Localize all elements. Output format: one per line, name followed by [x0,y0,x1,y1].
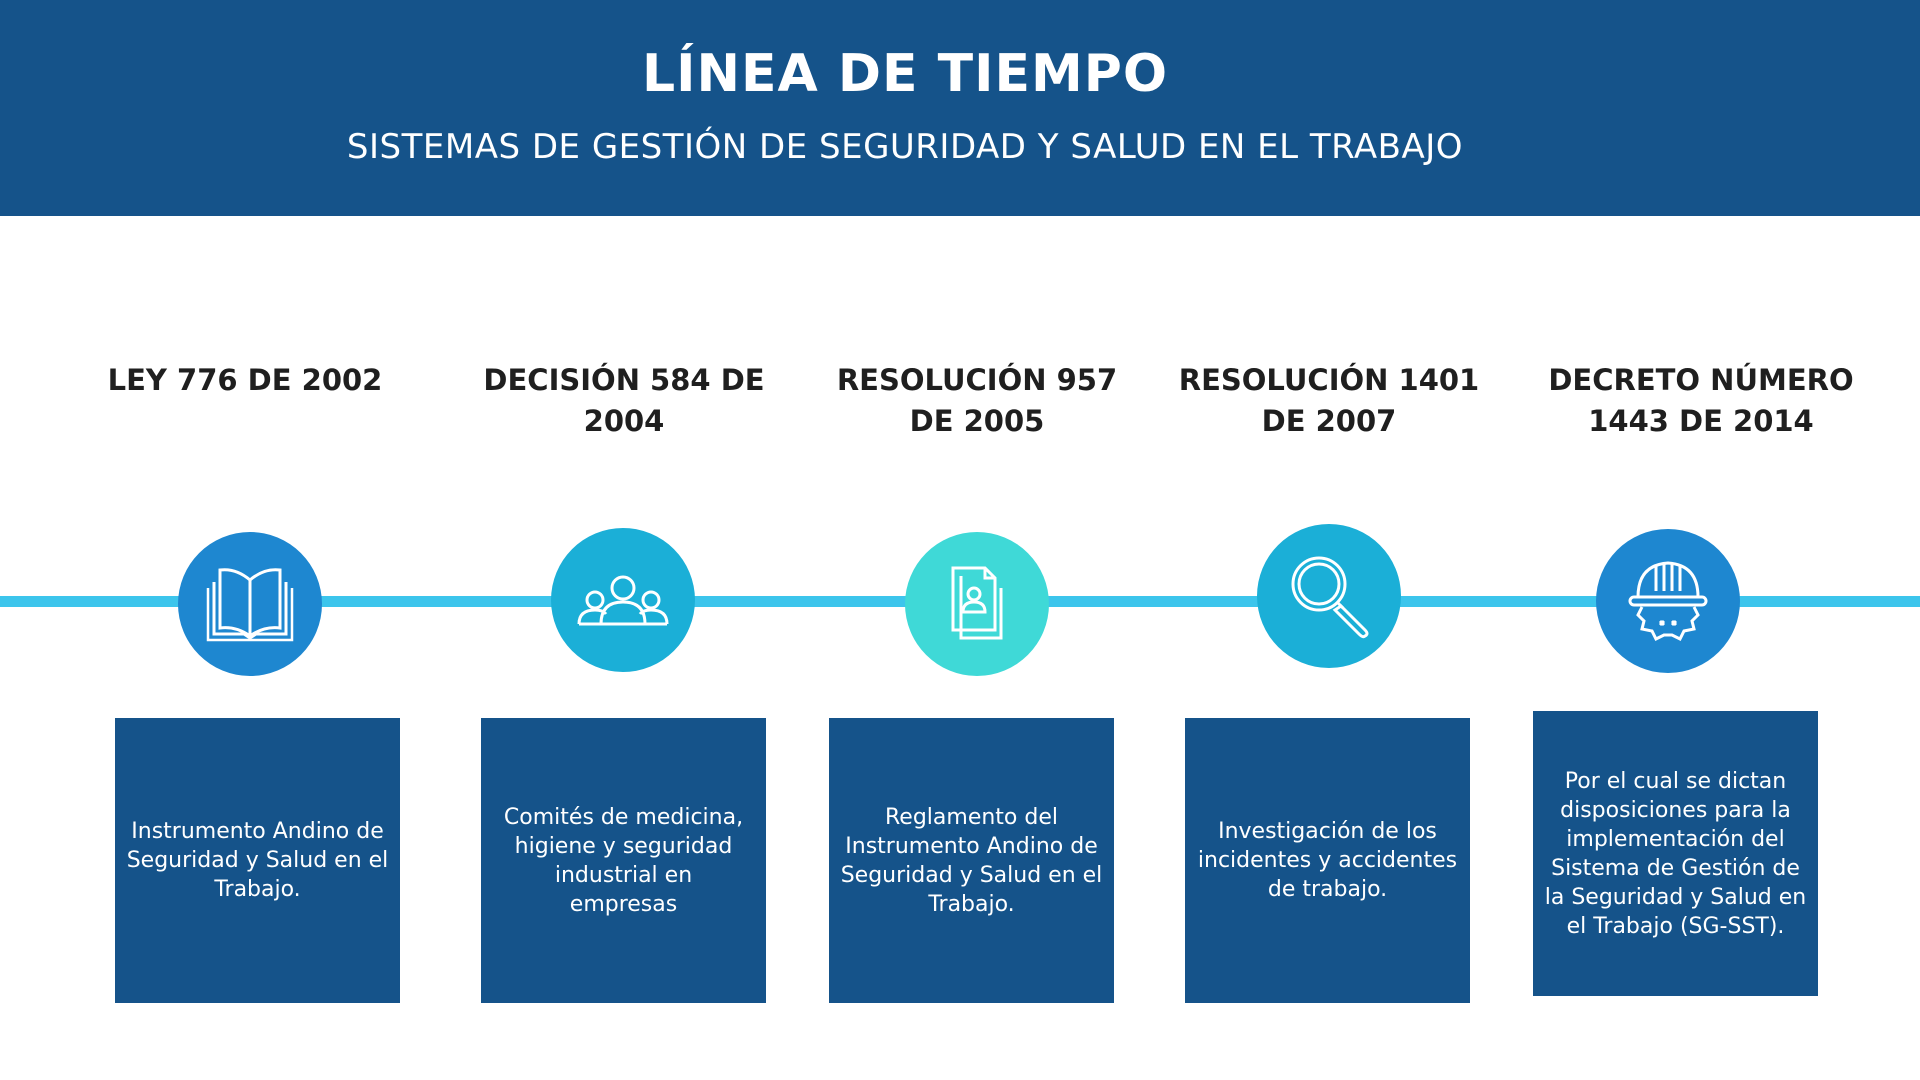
timeline-node-3 [905,532,1049,676]
magnifier-icon [1291,556,1369,639]
event-heading: LEY 776 DE 2002 [107,363,383,397]
header-banner: LÍNEA DE TIEMPO SISTEMAS DE GESTIÓN DE S… [0,0,1920,216]
timeline-node-1 [178,532,322,676]
event-heading: RESOLUCIÓN 1401 DE 2007 [1178,363,1480,438]
event-description-box: Comités de medicina, higiene y seguridad… [481,718,766,1003]
group-icon [577,575,669,626]
event-description: Por el cual se dictan disposiciones para… [1544,768,1807,939]
event-heading: DECISIÓN 584 DE 2004 [483,363,765,438]
timeline-node-4 [1257,524,1401,668]
event-description: Comités de medicina, higiene y seguridad… [503,804,744,917]
event-description: Reglamento del Instrumento Andino de Seg… [840,804,1103,917]
event-heading: RESOLUCIÓN 957 DE 2005 [836,363,1118,438]
timeline-node-2 [551,528,695,672]
event-description: Instrumento Andino de Seguridad y Salud … [126,819,389,902]
page-subtitle: SISTEMAS DE GESTIÓN DE SEGURIDAD Y SALUD… [346,127,1464,167]
timeline-node-5 [1596,529,1740,673]
event-heading: DECRETO NÚMERO 1443 DE 2014 [1548,363,1854,438]
document-user-icon [951,566,1003,640]
hard-hat-gear-icon [1628,561,1708,642]
event-description-box: Por el cual se dictan disposiciones para… [1533,711,1818,996]
event-description-box: Instrumento Andino de Seguridad y Salud … [115,718,400,1003]
event-description-box: Investigación de los incidentes y accide… [1185,718,1470,1003]
book-icon [206,568,294,642]
event-description-box: Reglamento del Instrumento Andino de Seg… [829,718,1114,1003]
event-description: Investigación de los incidentes y accide… [1197,819,1458,902]
page-title: LÍNEA DE TIEMPO [641,44,1169,104]
